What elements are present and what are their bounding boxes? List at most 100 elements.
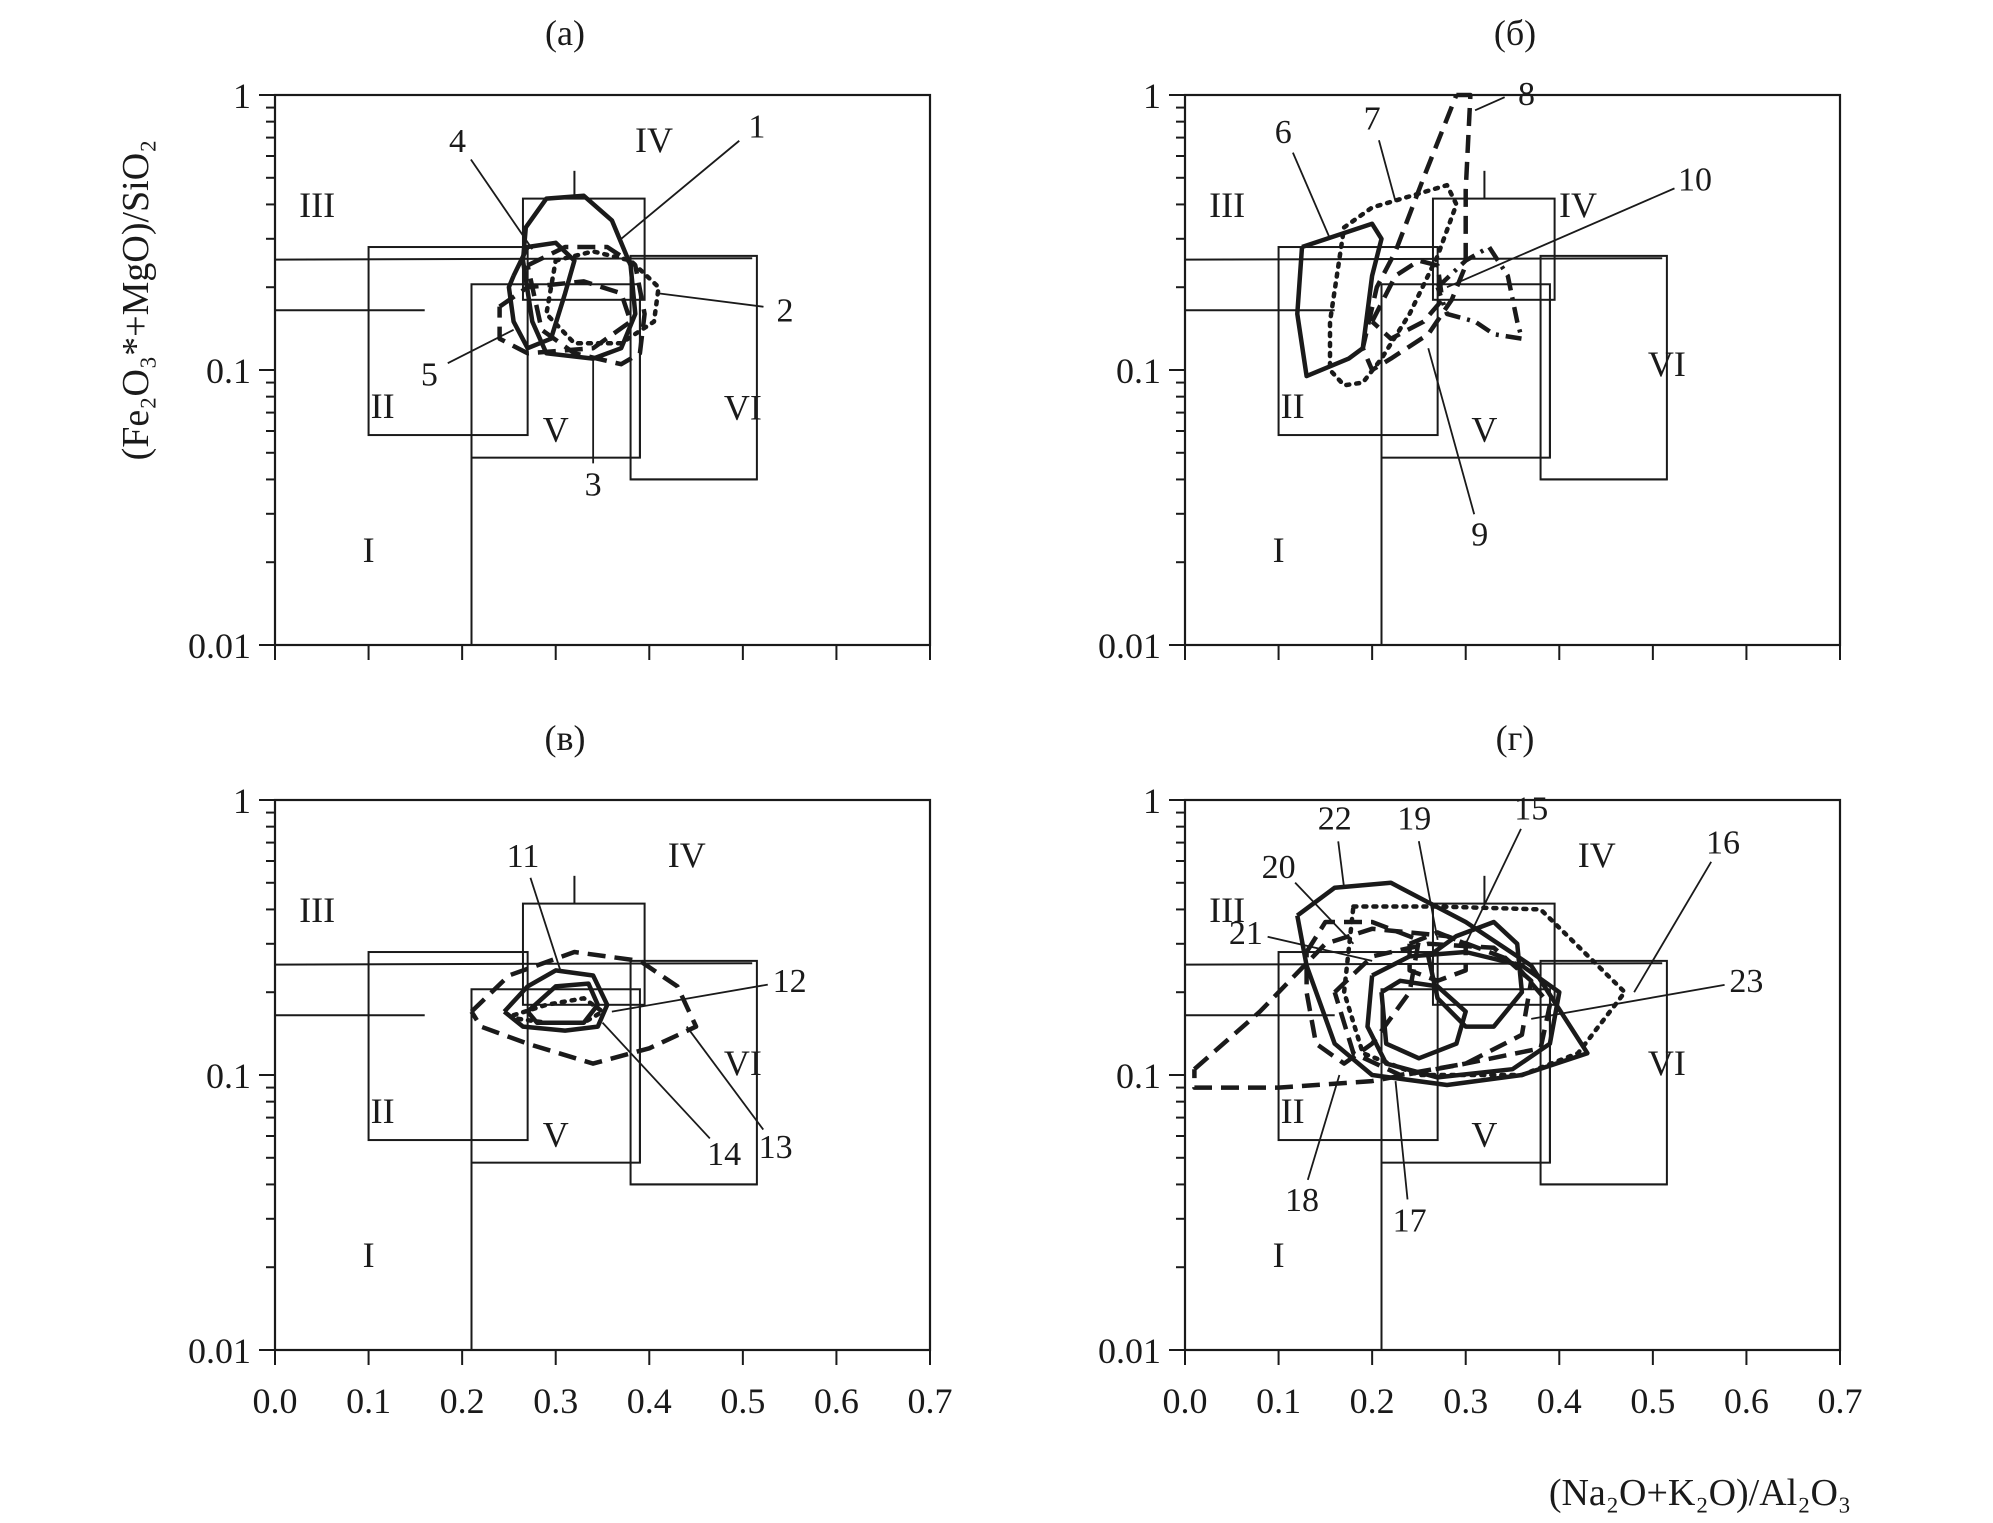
- x-tick-label: 0.4: [1537, 1381, 1582, 1421]
- field-label-v: V: [543, 409, 569, 449]
- contour-label-6: 6: [1275, 114, 1292, 151]
- contour-label-1: 1: [748, 109, 765, 146]
- contour-14: [525, 981, 601, 1025]
- contour-label-18: 18: [1285, 1182, 1319, 1219]
- leader-line: [601, 1022, 711, 1140]
- y-tick-label: 1: [1143, 781, 1161, 821]
- field-boundary-line: [1184, 257, 1663, 261]
- field-boundary-line: [274, 257, 753, 261]
- contour-8: [1360, 92, 1473, 373]
- leader-line: [1531, 984, 1725, 1020]
- leader-line: [1633, 861, 1712, 993]
- field-label-v: V: [543, 1114, 569, 1154]
- field-label-ii: II: [371, 1091, 395, 1131]
- field-label-i: I: [1273, 530, 1285, 570]
- y-tick-label: 1: [233, 76, 251, 116]
- contour-label-2: 2: [776, 293, 793, 330]
- x-tick-label: 0.2: [1350, 1381, 1395, 1421]
- field-boundary: [1380, 283, 1551, 459]
- y-tick-label: 0.01: [1098, 626, 1161, 666]
- contour-3: [525, 244, 647, 367]
- y-tick-label: 0.1: [206, 1056, 251, 1096]
- x-tick-label: 0.6: [814, 1381, 859, 1421]
- contour-12: [511, 996, 605, 1025]
- leader-line: [1306, 1074, 1341, 1181]
- field-boundary: [1277, 246, 1439, 437]
- x-tick-label: 0.2: [440, 1381, 485, 1421]
- field-label-iii: III: [299, 185, 335, 225]
- leader-line: [529, 877, 562, 971]
- contour-label-17: 17: [1393, 1202, 1427, 1239]
- contour-label-23: 23: [1729, 963, 1763, 1000]
- contour-label-3: 3: [585, 466, 602, 503]
- field-label-ii: II: [1281, 1091, 1305, 1131]
- panel-title: (а): [545, 13, 585, 53]
- field-label-iv: IV: [635, 120, 673, 160]
- contour-18: [1304, 919, 1422, 1066]
- contour-10: [1435, 244, 1525, 341]
- field-label-ii: II: [1281, 386, 1305, 426]
- contour-label-7: 7: [1364, 100, 1381, 137]
- leader-line: [620, 140, 740, 240]
- y-axis-title: (Fe₂O₃*+MgO)/SiO₂: [115, 140, 157, 461]
- y-tick-label: 0.1: [1116, 351, 1161, 391]
- leader-line: [1446, 187, 1675, 289]
- contour-label-15: 15: [1514, 790, 1548, 827]
- field-label-i: I: [363, 530, 375, 570]
- contour-label-14: 14: [707, 1136, 741, 1173]
- field-label-ii: II: [371, 386, 395, 426]
- leader-line: [1267, 935, 1373, 962]
- leader-line: [1337, 841, 1345, 888]
- y-tick-label: 1: [233, 781, 251, 821]
- field-label-iv: IV: [1578, 835, 1616, 875]
- field-label-i: I: [1273, 1235, 1285, 1275]
- leader-line: [611, 983, 768, 1013]
- leader-line: [1427, 347, 1476, 515]
- contour-23: [1379, 978, 1468, 1061]
- leader-line: [1394, 1081, 1409, 1200]
- leader-line: [1474, 96, 1506, 112]
- contour-20: [1192, 926, 1553, 1090]
- field-label-iv: IV: [1559, 185, 1597, 225]
- field-boundary-line: [274, 962, 753, 966]
- field-boundary: [1431, 197, 1556, 301]
- field-label-vi: VI: [724, 388, 762, 428]
- field-label-i: I: [363, 1235, 375, 1275]
- field-boundary: [1277, 951, 1439, 1142]
- contour-13: [469, 949, 699, 1066]
- field-boundary: [629, 254, 758, 481]
- leader-line: [1378, 140, 1397, 202]
- leader-line: [447, 329, 515, 364]
- field-label-iii: III: [1209, 890, 1245, 930]
- panel-title: (б): [1494, 13, 1536, 53]
- field-label-vi: VI: [1648, 1043, 1686, 1083]
- field-label-iv: IV: [668, 835, 706, 875]
- field-boundary-line: [1184, 962, 1663, 966]
- leader-line: [685, 1026, 764, 1131]
- y-tick-label: 0.1: [1116, 1056, 1161, 1096]
- contour-label-16: 16: [1706, 824, 1740, 861]
- contour-label-4: 4: [449, 123, 466, 160]
- field-boundary: [367, 246, 529, 437]
- contour-label-11: 11: [507, 838, 540, 875]
- leader-line: [658, 292, 764, 308]
- leader-line: [470, 159, 534, 250]
- contour-label-22: 22: [1318, 801, 1352, 838]
- x-tick-label: 0.5: [1630, 1381, 1675, 1421]
- contour-4: [506, 240, 577, 351]
- contour-15: [1426, 919, 1525, 1029]
- x-tick-label: 0.3: [1443, 1381, 1488, 1421]
- contour-11: [502, 968, 610, 1033]
- field-label-v: V: [1471, 409, 1497, 449]
- x-tick-label: 0.1: [346, 1381, 391, 1421]
- contour-label-12: 12: [773, 963, 807, 1000]
- y-tick-label: 0.01: [188, 626, 251, 666]
- panel-title: (г): [1496, 718, 1535, 758]
- field-label-iii: III: [1209, 185, 1245, 225]
- leader-line: [1417, 841, 1439, 941]
- contour-19: [1407, 930, 1468, 984]
